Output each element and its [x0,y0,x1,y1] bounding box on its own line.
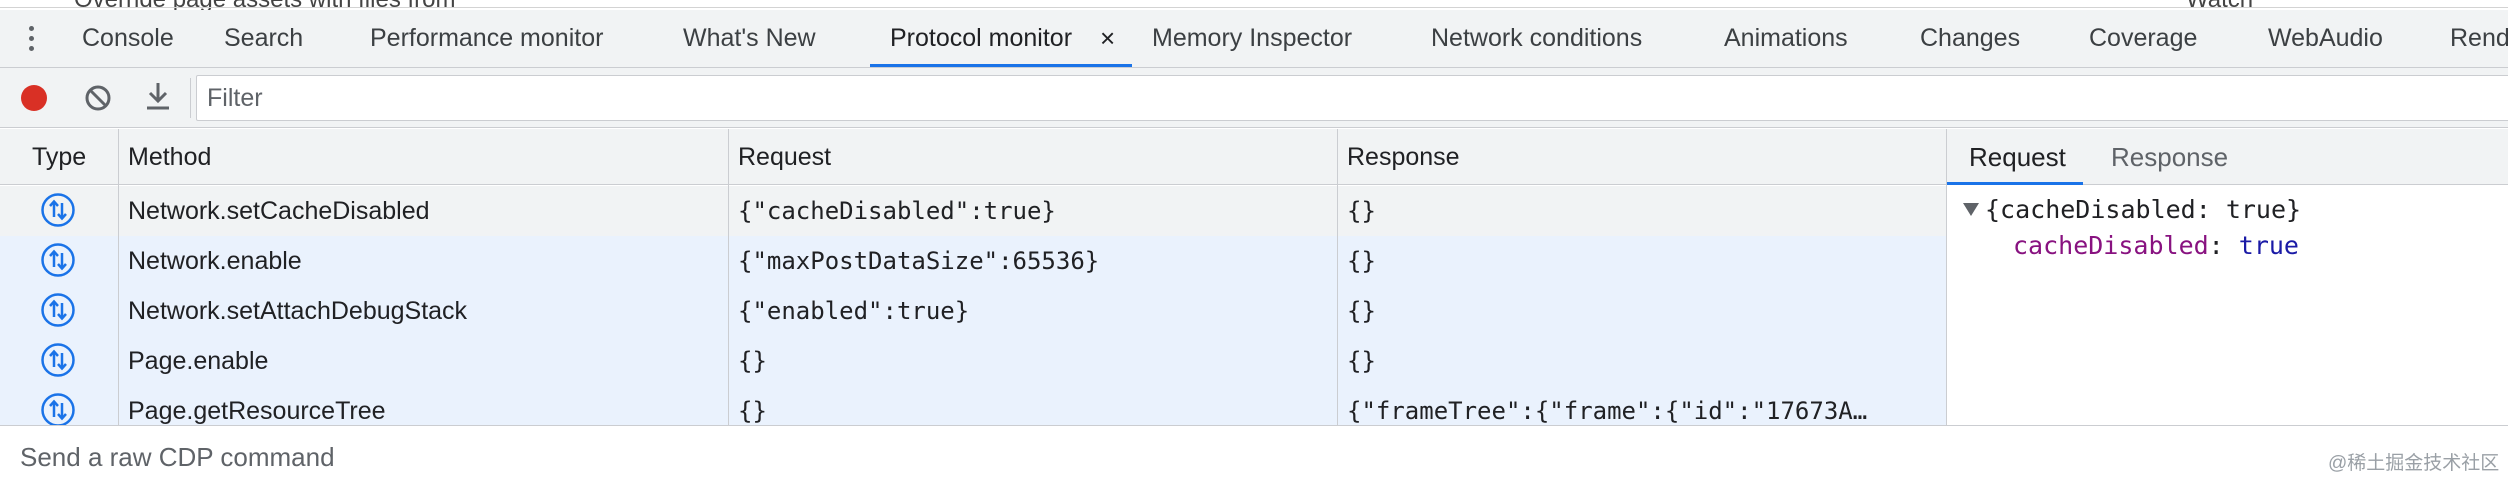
request-cell: {"enabled":true} [738,297,970,325]
method-cell: Page.getResourceTree [128,397,386,425]
upper-panel-edge: Override page assets with files from Wat… [0,0,2508,10]
column-divider[interactable] [1337,129,1338,425]
filter-box [196,75,2508,121]
tab-memory-inspector[interactable]: Memory Inspector [1152,24,1353,52]
divider [0,7,2508,8]
tab-response[interactable]: Response [2111,142,2229,172]
method-cell: Network.setCacheDisabled [128,197,430,225]
request-cell: {"cacheDisabled":true} [738,197,1056,225]
expand-triangle-icon [1963,203,1979,216]
watermark: @稀土掘金技术社区 [2328,453,2500,474]
column-divider[interactable] [118,129,119,425]
more-tabs-kebab-icon[interactable] [26,24,36,54]
table-row[interactable]: Page.getResourceTree {} {"frameTree":{"f… [0,386,1946,425]
clear-icon [85,85,111,111]
method-cell: Network.enable [128,247,302,275]
tab-request[interactable]: Request [1969,142,2066,172]
column-divider[interactable] [728,129,729,425]
active-tab-indicator [1947,182,2083,185]
request-response-icon [41,393,75,425]
save-button[interactable] [142,80,174,114]
request-response-icon [41,193,75,227]
tab-webaudio[interactable]: WebAudio [2268,24,2383,52]
table-row[interactable]: Network.enable {"maxPostDataSize":65536}… [0,236,1946,286]
column-header-type[interactable]: Type [32,143,87,171]
request-response-icon [41,293,75,327]
record-icon [21,85,47,111]
column-header-request[interactable]: Request [738,143,832,171]
tab-network-conditions[interactable]: Network conditions [1431,24,1643,52]
filter-input[interactable] [197,76,2508,120]
property-value: true [2238,231,2299,260]
table-header: Type Method Request Response [0,129,1946,185]
tab-console[interactable]: Console [82,24,174,52]
response-cell: {} [1347,197,1376,225]
record-button[interactable] [18,82,50,114]
request-cell: {} [738,397,767,425]
request-response-icon [41,343,75,377]
tab-animations[interactable]: Animations [1724,24,1848,52]
detail-tab-bar: Request Response [1947,129,2508,185]
response-cell: {} [1347,247,1376,275]
column-header-method[interactable]: Method [128,143,212,171]
tab-changes[interactable]: Changes [1920,24,2021,52]
method-cell: Network.setAttachDebugStack [128,297,468,325]
response-cell: {} [1347,297,1376,325]
drawer-tab-bar: Console Search Performance monitor What'… [0,10,2508,68]
property-separator: : [2208,231,2239,260]
response-cell: {"frameTree":{"frame":{"id":"17673A… [1347,397,1868,425]
command-bar: @稀土掘金技术社区 [0,425,2508,488]
tab-whats-new[interactable]: What's New [683,24,816,52]
upper-panel-text: Override page assets with files from [74,0,455,10]
protocol-monitor-toolbar [0,68,2508,128]
response-cell: {} [1347,347,1376,375]
object-property: cacheDisabled: true [2013,231,2299,260]
method-cell: Page.enable [128,347,269,375]
property-key: cacheDisabled [2013,231,2209,260]
table-row[interactable]: Page.enable {} {} [0,336,1946,386]
object-preview: {cacheDisabled: true} [1985,195,2302,224]
object-tree-root[interactable]: {cacheDisabled: true} [1963,195,2301,224]
active-tab-indicator [870,64,1132,67]
request-cell: {} [738,347,767,375]
toolbar-divider [190,78,191,118]
request-response-icon [41,243,75,277]
request-cell: {"maxPostDataSize":65536} [738,247,1100,275]
download-icon [147,83,169,110]
table-row[interactable]: Network.setCacheDisabled {"cacheDisabled… [0,186,1946,236]
tab-rendering[interactable]: Rend [2450,24,2508,52]
table-row[interactable]: Network.setAttachDebugStack {"enabled":t… [0,286,1946,336]
cdp-command-input[interactable] [8,434,2308,480]
message-detail-pane: Request Response {cacheDisabled: true} c… [1946,129,2508,425]
column-header-response[interactable]: Response [1347,143,1460,171]
tab-performance-monitor[interactable]: Performance monitor [370,24,604,52]
upper-panel-watch-label: Watch [2186,0,2253,10]
tab-coverage[interactable]: Coverage [2089,24,2198,52]
tab-search[interactable]: Search [224,24,304,52]
protocol-messages-table: Type Method Request Response Network.set… [0,129,1946,425]
clear-button[interactable] [82,82,114,114]
close-tab-icon[interactable]: × [1100,23,1116,53]
tab-protocol-monitor[interactable]: Protocol monitor [890,24,1073,52]
